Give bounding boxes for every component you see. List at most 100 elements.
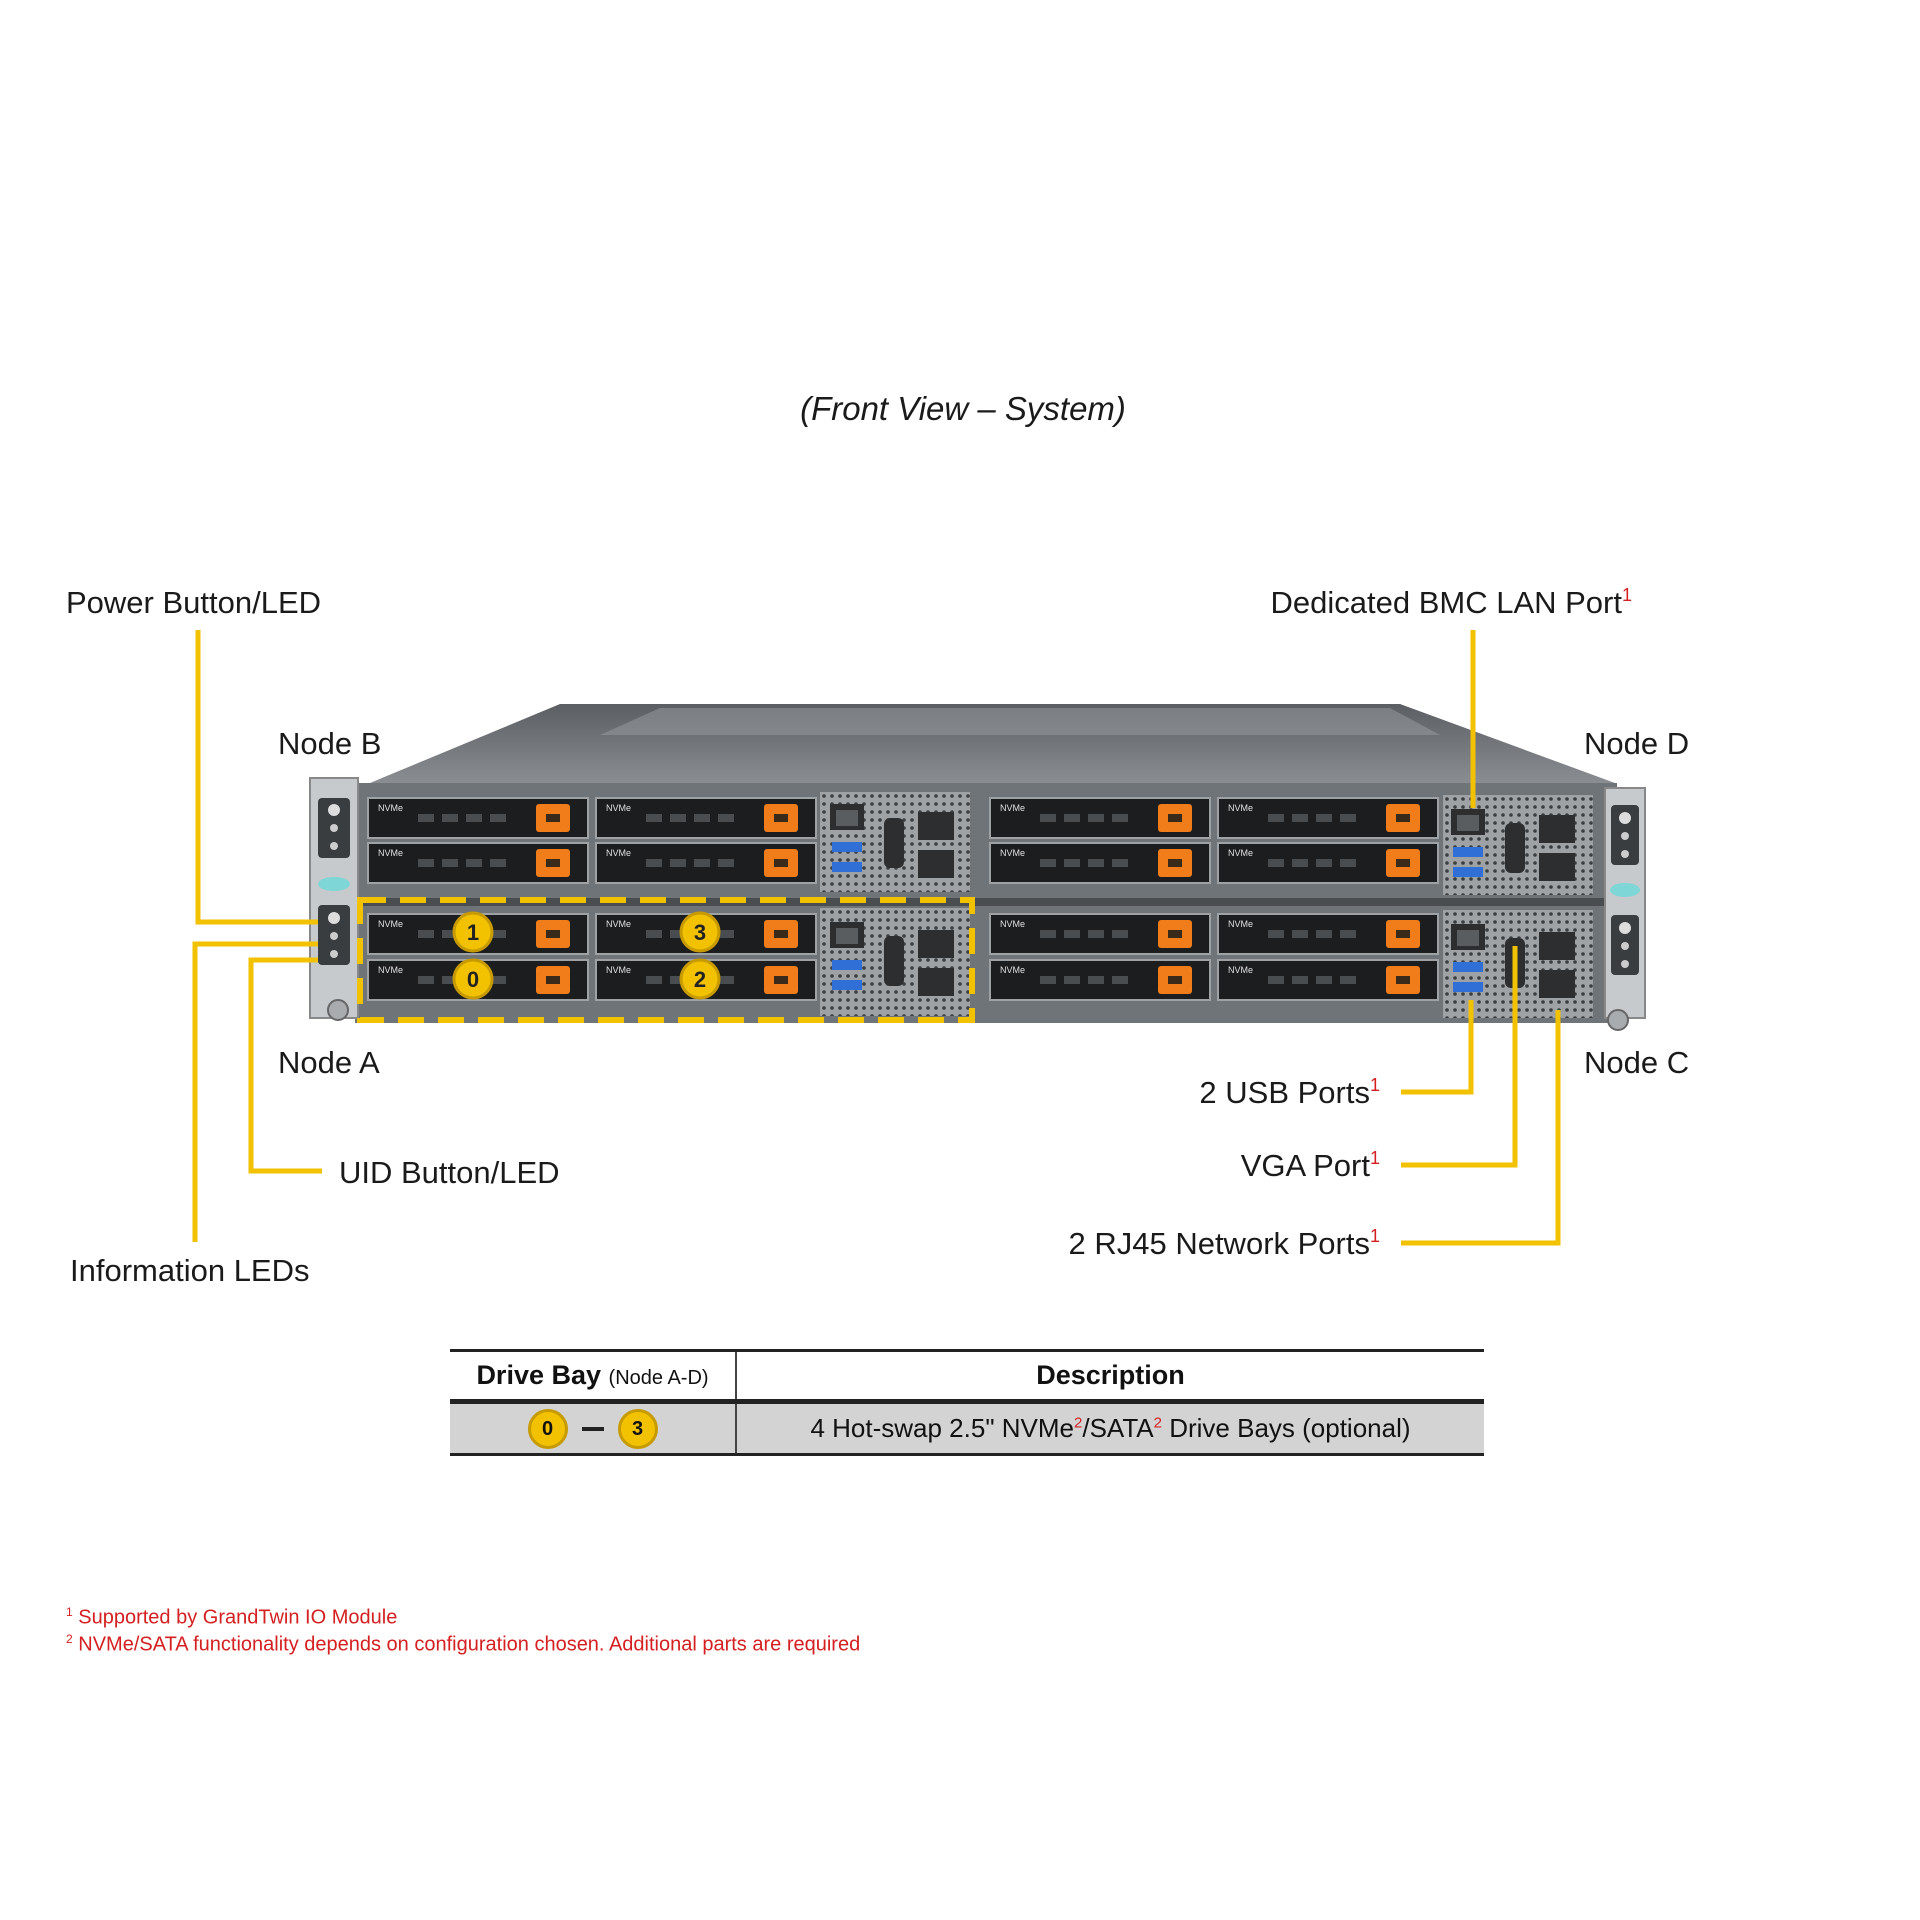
label-usb-ports: 2 USB Ports1 — [1199, 1075, 1380, 1110]
label-node-c: Node C — [1584, 1045, 1689, 1080]
svg-text:2: 2 — [694, 967, 706, 992]
drive-vent-slot — [670, 930, 686, 938]
drive-sled[interactable]: NVMe — [1217, 959, 1439, 1001]
header-description: Description — [735, 1349, 1484, 1404]
io-module-node-c — [1443, 910, 1593, 1018]
drive-vent-slot — [1040, 814, 1056, 822]
badge-end: 3 — [617, 1408, 658, 1449]
drive-vent-slot — [670, 976, 686, 984]
label-node-b: Node B — [278, 726, 381, 761]
front-panel-left-lower — [318, 905, 350, 965]
table-header-row: Drive Bay (Node A-D) Description — [450, 1349, 1484, 1404]
drive-vent-slot — [1112, 930, 1128, 938]
drive-vent-slot — [646, 930, 662, 938]
latch-button — [774, 859, 788, 867]
latch-button — [1168, 814, 1182, 822]
drive-sled[interactable]: NVMe — [989, 913, 1211, 955]
drive-sled[interactable]: NVMe — [367, 797, 589, 839]
footnote-2: 2 NVMe/SATA functionality depends on con… — [66, 1632, 861, 1656]
thumbscrew-right — [1607, 1009, 1629, 1031]
drive-sled[interactable]: NVMe — [367, 842, 589, 884]
chassis-divider — [355, 898, 1617, 906]
drive-vent-slot — [646, 859, 662, 867]
latch-button — [1168, 976, 1182, 984]
latch-button — [1396, 859, 1410, 867]
drive-vent-slot — [1112, 976, 1128, 984]
leader-uid-button — [248, 957, 322, 1174]
drive-vent-slot — [1316, 930, 1332, 938]
svg-text:1: 1 — [467, 920, 479, 945]
drive-vent-slot — [718, 930, 734, 938]
drive-sled[interactable]: NVMe — [1217, 797, 1439, 839]
drive-vent-slot — [1040, 976, 1056, 984]
drive-vent-slot — [442, 930, 458, 938]
svg-text:0: 0 — [467, 967, 479, 992]
svg-text:3: 3 — [694, 920, 706, 945]
drive-nvme-tag: NVMe — [378, 848, 403, 858]
drive-badge-3: 3 — [679, 911, 721, 953]
drive-vent-slot — [1112, 814, 1128, 822]
drive-vent-slot — [1112, 859, 1128, 867]
drive-sled[interactable]: NVMe — [989, 959, 1211, 1001]
front-panel-left-upper — [318, 798, 350, 891]
drive-vent-slot — [1292, 930, 1308, 938]
drive-vent-slot — [490, 859, 506, 867]
drive-sled[interactable]: NVMe — [989, 797, 1211, 839]
drive-vent-slot — [1292, 814, 1308, 822]
leader-information-leds — [192, 941, 318, 1242]
label-uid-button: UID Button/LED — [339, 1155, 560, 1190]
drive-vent-slot — [1292, 976, 1308, 984]
drive-vent-slot — [490, 814, 506, 822]
drive-vent-slot — [1316, 976, 1332, 984]
front-panel-right-lower — [1611, 915, 1639, 975]
latch-button — [1396, 976, 1410, 984]
latch-button — [1396, 814, 1410, 822]
drive-sled[interactable]: NVMe — [595, 842, 817, 884]
drive-vent-slot — [694, 814, 710, 822]
drive-vent-slot — [1040, 859, 1056, 867]
io-module-node-a — [820, 908, 970, 1016]
drive-vent-slot — [418, 976, 434, 984]
drive-sled[interactable]: NVMe — [595, 797, 817, 839]
drive-vent-slot — [1316, 814, 1332, 822]
drive-nvme-tag: NVMe — [606, 803, 631, 813]
latch-button — [774, 976, 788, 984]
drive-vent-slot — [418, 859, 434, 867]
drive-vent-slot — [1040, 930, 1056, 938]
drive-vent-slot — [1064, 930, 1080, 938]
drive-sled[interactable]: NVMe — [1217, 842, 1439, 884]
drive-vent-slot — [718, 976, 734, 984]
latch-button — [546, 859, 560, 867]
drive-sled[interactable]: NVMe — [1217, 913, 1439, 955]
drive-vent-slot — [1088, 930, 1104, 938]
drive-badge-2: 2 — [679, 958, 721, 1000]
label-node-a: Node A — [278, 1045, 380, 1080]
drive-sled[interactable]: NVMe — [989, 842, 1211, 884]
drive-vent-slot — [466, 859, 482, 867]
drive-vent-slot — [1064, 814, 1080, 822]
drive-nvme-tag: NVMe — [1000, 919, 1025, 929]
leader-rj45-ports — [1401, 1010, 1561, 1246]
drive-vent-slot — [442, 814, 458, 822]
drive-nvme-tag: NVMe — [378, 919, 403, 929]
drive-vent-slot — [1268, 976, 1284, 984]
leader-lines — [192, 630, 1561, 1246]
drive-vent-slot — [1292, 859, 1308, 867]
drive-nvme-tag: NVMe — [1000, 965, 1025, 975]
drive-vent-slot — [490, 930, 506, 938]
leader-vga-port — [1401, 946, 1518, 1168]
drive-vent-slot — [1268, 859, 1284, 867]
drive-vent-slot — [442, 859, 458, 867]
drive-nvme-tag: NVMe — [378, 965, 403, 975]
drive-vent-slot — [442, 976, 458, 984]
drive-nvme-tag: NVMe — [606, 965, 631, 975]
drive-vent-slot — [1088, 859, 1104, 867]
latch-button — [1168, 930, 1182, 938]
cell-description: 4 Hot-swap 2.5" NVMe2/SATA2 Drive Bays (… — [735, 1401, 1484, 1456]
io-module-node-b — [820, 792, 970, 892]
range-dash — [581, 1426, 604, 1431]
drive-nvme-tag: NVMe — [1000, 803, 1025, 813]
drive-nvme-tag: NVMe — [1000, 848, 1025, 858]
